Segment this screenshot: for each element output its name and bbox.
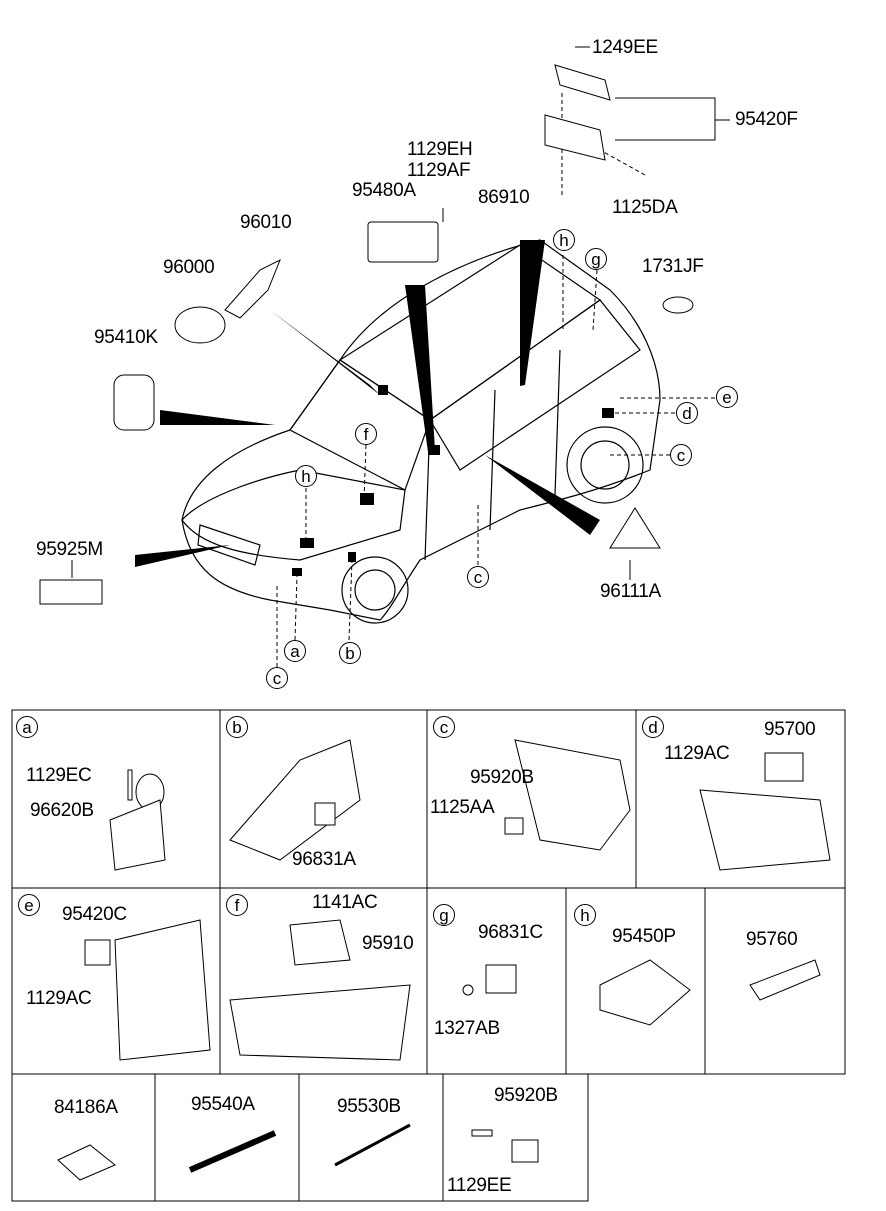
- callout-1125DA: 1125DA: [612, 197, 678, 218]
- cell-g-label-1327AB: 1327AB: [434, 1018, 500, 1039]
- callout-96111A: 96111A: [600, 581, 661, 602]
- cell-e-label-95420C: 95420C: [62, 904, 127, 925]
- marker-h-roof: h: [553, 229, 575, 251]
- part-95420F: [544, 64, 611, 161]
- grille: [197, 524, 261, 566]
- marker-g: g: [585, 248, 607, 270]
- callout-95925M: 95925M: [36, 539, 103, 560]
- cell-1129EE-label: 1129EE: [447, 1175, 512, 1196]
- callout-1129AF: 1129AF: [407, 160, 471, 181]
- cell-d-letter: d: [642, 716, 664, 738]
- callout-95420F: 95420F: [735, 109, 798, 130]
- cell-c-label-1125AA: 1125AA: [430, 797, 495, 818]
- marker-c-rear: c: [670, 444, 692, 466]
- cell-g-letter: g: [433, 904, 455, 926]
- cell-e-letter: e: [18, 894, 40, 916]
- marker-d: d: [676, 402, 698, 424]
- callout-95410K: 95410K: [94, 327, 158, 348]
- cell-a-label-1129EC: 1129EC: [26, 765, 92, 786]
- part-95480A: [367, 221, 439, 263]
- cell-f-label-95910: 95910: [362, 933, 414, 954]
- cell-95760-label: 95760: [746, 929, 798, 950]
- cell-95530B-label: 95530B: [337, 1096, 401, 1117]
- rear-wheel: [566, 426, 644, 504]
- vehicle-side-windows: [429, 299, 641, 471]
- part-95410K: [113, 374, 155, 431]
- part-1731JF: [662, 296, 694, 314]
- detail-grid: [11, 709, 846, 1202]
- cell-b-letter: b: [226, 716, 248, 738]
- cell-d-label-95700: 95700: [764, 719, 816, 740]
- part-96010: [224, 258, 281, 319]
- pointer-wedges: [135, 240, 600, 567]
- cell-84186A-label: 84186A: [54, 1097, 118, 1118]
- callout-96000: 96000: [163, 257, 215, 278]
- marker-f: f: [355, 423, 377, 445]
- cell-g-label-96831C: 96831C: [478, 922, 543, 943]
- cell-c-letter: c: [433, 716, 455, 738]
- cell-e-label-1129AC: 1129AC: [26, 988, 92, 1009]
- vehicle-hood: [181, 469, 406, 561]
- part-95925M: [39, 579, 103, 605]
- cell-a-letter: a: [16, 716, 38, 738]
- marker-c-front: c: [266, 667, 288, 689]
- part-96000: [174, 306, 226, 344]
- front-wheel: [341, 556, 409, 624]
- marker-c-door: c: [467, 566, 489, 588]
- part-96111A: [609, 507, 661, 549]
- callout-1731JF: 1731JF: [642, 256, 704, 277]
- callout-96010: 96010: [240, 212, 292, 233]
- cell-h-label-95450P: 95450P: [612, 926, 676, 947]
- cell-a-label-96620B: 96620B: [30, 800, 94, 821]
- callout-95480A: 95480A: [352, 180, 416, 201]
- cell-95540A-label: 95540A: [191, 1094, 255, 1115]
- cell-c-label-95920B: 95920B: [470, 767, 534, 788]
- cell-h-letter: h: [574, 904, 596, 926]
- marker-e: e: [716, 386, 738, 408]
- marker-b: b: [339, 642, 361, 664]
- cell-b-label-96831A: 96831A: [292, 849, 356, 870]
- rear-wheel-inner: [580, 440, 630, 490]
- cell-d-label-1129AC: 1129AC: [664, 743, 730, 764]
- cell-95920B-label: 95920B: [494, 1085, 558, 1106]
- callout-1249EE: 1249EE: [592, 37, 658, 58]
- front-wheel-inner: [354, 569, 396, 611]
- cell-f-letter: f: [226, 894, 248, 916]
- callout-86910: 86910: [478, 187, 530, 208]
- cell-f-label-1141AC: 1141AC: [312, 892, 378, 913]
- marker-a: a: [284, 640, 306, 662]
- marker-h-hood: h: [295, 465, 317, 487]
- callout-1129EH: 1129EH: [407, 139, 473, 160]
